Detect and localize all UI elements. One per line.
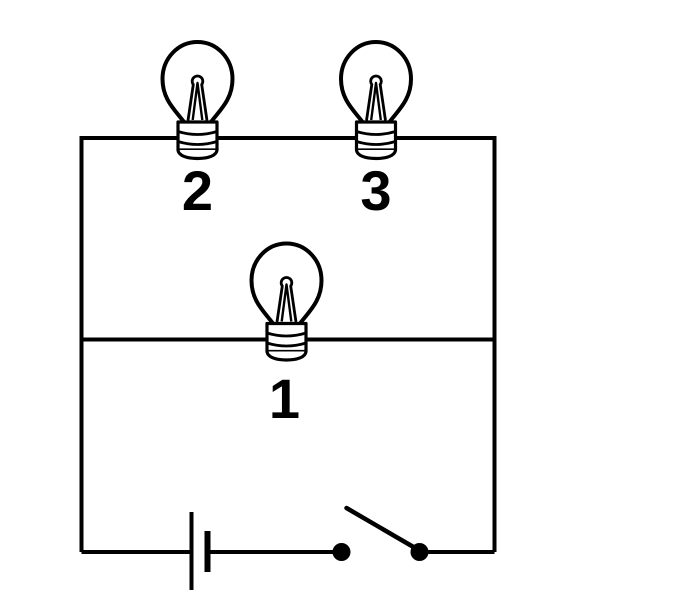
bulb-2-label: 2 <box>182 159 213 222</box>
bulb-2-icon <box>160 40 235 161</box>
bulb-1-label: 1 <box>269 367 300 430</box>
bulb-3-label: 3 <box>360 159 391 222</box>
circuit-outer-loop <box>79 136 497 552</box>
battery-cell-icon <box>189 512 211 590</box>
bulb-1-icon <box>249 241 324 362</box>
switch-icon <box>332 505 429 561</box>
switch-left-terminal <box>332 543 351 561</box>
bulb-3-icon <box>339 40 413 161</box>
switch-arm <box>344 505 422 553</box>
switch-right-terminal <box>410 543 429 561</box>
